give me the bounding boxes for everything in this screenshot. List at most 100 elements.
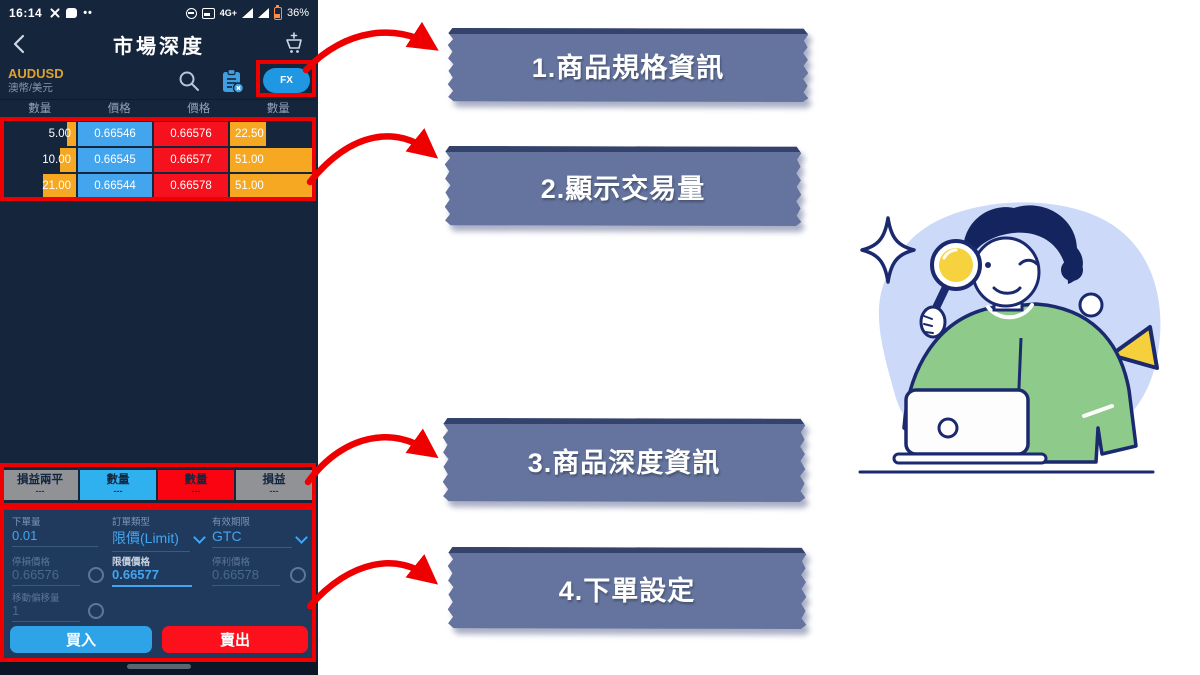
stop-loss-label: 停損價格 <box>12 557 51 568</box>
callout-label-1: 1.商品規格資訊 <box>531 52 725 83</box>
buy-button[interactable]: 買入 <box>10 626 152 653</box>
network-type: 4G+ <box>219 7 237 18</box>
volume-label: 下單量 <box>12 517 41 528</box>
bid-price-cell[interactable]: 0.66546 <box>78 122 152 146</box>
message-icon <box>66 8 78 18</box>
annotation-rect-fx <box>256 60 316 97</box>
tif-select[interactable]: GTC <box>212 528 292 548</box>
do-not-disturb-icon <box>185 7 197 19</box>
symbol-name: 澳幣/美元 <box>8 82 53 94</box>
symbol-row: AUDUSD 澳幣/美元 FX <box>0 62 318 100</box>
bid-price-cell[interactable]: 0.66545 <box>78 148 152 172</box>
depth-row[interactable]: 10.00 0.66545 0.66577 51.00 <box>2 148 314 172</box>
sparkle-icon <box>860 216 916 284</box>
search-icon[interactable] <box>177 69 201 93</box>
triangle-decoration <box>1109 325 1159 370</box>
depth-column-headers: 數量 價格 價格 數量 <box>0 100 318 120</box>
callout-label-2: 2.顯示交易量 <box>540 173 706 204</box>
hair <box>963 205 1083 284</box>
laptop-base <box>892 452 1048 465</box>
trailing-offset-radio[interactable] <box>88 603 104 619</box>
bid-volume-bar <box>43 174 76 198</box>
hand <box>919 305 947 339</box>
home-indicator <box>127 664 191 669</box>
pip-icon <box>201 7 215 19</box>
limit-price-input[interactable]: 0.66577 <box>112 567 192 587</box>
order-list-icon[interactable] <box>219 68 245 94</box>
bid-volume-bar <box>60 148 76 172</box>
open-eye <box>985 262 991 268</box>
fx-badge[interactable]: FX <box>263 68 310 93</box>
callout-banner-2: 2.顯示交易量 <box>444 146 802 226</box>
annotation-rect-quick <box>0 463 316 507</box>
take-profit-input[interactable]: 0.66578 <box>212 567 280 586</box>
phone-screenshot: 16:14 •• 4G+ 36% 市場深度 <box>0 0 318 675</box>
callout-banner-1: 1.商品規格資訊 <box>447 28 809 102</box>
quick-buttons-row: 損益兩平--- 數量--- 數量--- 損益--- <box>2 470 316 500</box>
ask-qty-cell: 51.00 <box>230 148 312 172</box>
arrow-4 <box>306 554 439 610</box>
depth-row[interactable]: 5.00 0.66546 0.66576 22.50 <box>2 122 314 146</box>
col-price-bid: 價格 <box>107 103 131 115</box>
wink-eye <box>1018 258 1039 266</box>
back-button[interactable] <box>12 34 26 54</box>
battery-icon <box>273 4 282 20</box>
arrow-3 <box>304 428 439 486</box>
col-price-ask: 價格 <box>187 103 211 115</box>
smile <box>992 286 1022 295</box>
bid-quantity-button[interactable]: 數量--- <box>80 470 156 500</box>
callout-banner-3: 3.商品深度資訊 <box>442 418 806 502</box>
stop-loss-radio[interactable] <box>88 567 104 583</box>
bid-qty-cell: 10.00 <box>2 148 76 172</box>
bid-qty-cell: 5.00 <box>2 122 76 146</box>
ask-volume-bar <box>230 148 312 172</box>
depth-row[interactable]: 21.00 0.66544 0.66578 51.00 <box>2 174 314 198</box>
add-to-cart-icon[interactable] <box>282 32 306 56</box>
page-title: 市場深度 <box>113 35 205 58</box>
callout-banner-4: 4.下單設定 <box>447 547 807 629</box>
trailing-offset-input[interactable]: 1 <box>12 603 80 622</box>
annotation-rect-form <box>0 506 316 662</box>
col-qty-ask: 數量 <box>266 103 290 115</box>
bid-volume-bar <box>67 122 76 146</box>
col-qty-bid: 數量 <box>28 103 52 115</box>
finger-lines <box>923 315 934 334</box>
take-profit-radio[interactable] <box>290 567 306 583</box>
breakeven-button[interactable]: 損益兩平--- <box>2 470 78 500</box>
more-dots-icon: •• <box>83 7 93 19</box>
bid-qty-cell: 21.00 <box>2 174 76 198</box>
face <box>971 236 1041 308</box>
tif-label: 有效期限 <box>212 517 251 528</box>
ask-quantity-button[interactable]: 數量--- <box>158 470 234 500</box>
sell-button[interactable]: 賣出 <box>162 626 308 653</box>
person-magnifier-illustration <box>858 202 1161 474</box>
laptop-logo <box>937 417 959 439</box>
volume-input[interactable]: 0.01 <box>12 528 98 547</box>
symbol-code: AUDUSD <box>8 66 64 82</box>
battery-percent: 36% <box>286 7 309 19</box>
trailing-offset-label: 移動偏移量 <box>12 593 60 604</box>
ask-price-cell[interactable]: 0.66576 <box>154 122 228 146</box>
order-type-select[interactable]: 限價(Limit) <box>112 528 190 552</box>
stop-loss-input[interactable]: 0.66576 <box>12 567 80 586</box>
collar-line <box>986 303 1034 320</box>
lens-highlight <box>942 248 958 260</box>
hair-curl <box>1061 259 1083 281</box>
signal-icon <box>241 8 253 18</box>
depth-table: 5.00 0.66546 0.66576 22.50 10.00 0.66545… <box>2 122 314 200</box>
magnifier-lens <box>939 248 973 282</box>
limit-price-label: 限價價格 <box>112 557 151 568</box>
laptop-screen <box>904 388 1030 456</box>
bid-price-cell[interactable]: 0.66544 <box>78 174 152 198</box>
take-profit-label: 停利價格 <box>212 557 251 568</box>
crossed-tool-icon <box>50 8 60 18</box>
order-form: 下單量 訂單類型 有效期限 0.01 限價(Limit) GTC 停損價格 限價… <box>2 508 314 658</box>
ask-price-cell[interactable]: 0.66577 <box>154 148 228 172</box>
signal-icon-2 <box>257 8 269 18</box>
arrow-2 <box>306 128 439 186</box>
ask-volume-bar <box>230 122 266 146</box>
sleeve-line <box>1082 404 1114 418</box>
pnl-button[interactable]: 損益--- <box>236 470 312 500</box>
ask-price-cell[interactable]: 0.66578 <box>154 174 228 198</box>
